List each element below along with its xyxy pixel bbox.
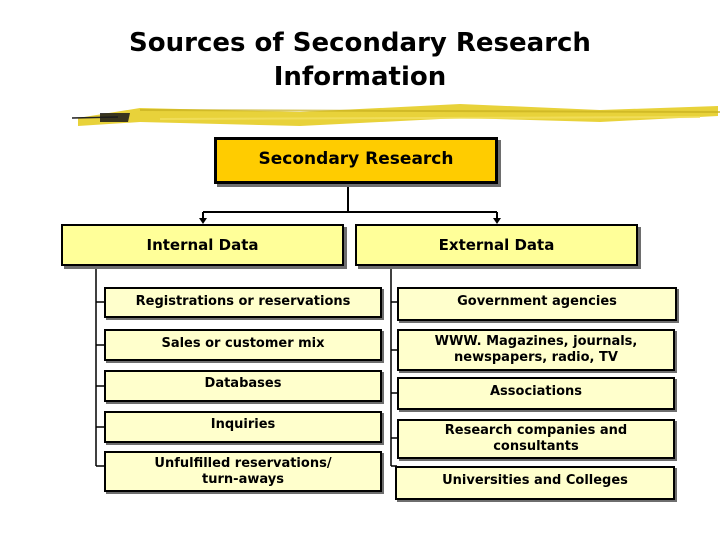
page-title: Sources of Secondary Research Informatio… — [60, 26, 660, 94]
internal-item-registrations: Registrations or reservations — [104, 287, 382, 318]
list-item-label-line-1: Unfulfilled reservations/ — [154, 455, 332, 471]
external-item-www-media: WWW. Magazines, journals, newspapers, ra… — [397, 329, 675, 371]
internal-data-box: Internal Data — [61, 224, 344, 266]
list-item-label: Registrations or reservations — [135, 294, 351, 309]
list-item-label-line-2: newspapers, radio, TV — [454, 350, 618, 365]
internal-item-inquiries: Inquiries — [104, 411, 382, 443]
list-item-label-line-1: WWW. Magazines, journals, — [434, 334, 638, 349]
external-item-research-companies: Research companies and consultants — [397, 419, 675, 459]
list-item-label: Government agencies — [457, 294, 617, 309]
list-item-label-line-1: Research companies and — [444, 423, 628, 438]
title-line-2: Information — [273, 62, 447, 92]
external-data-box: External Data — [355, 224, 638, 266]
list-item-label-line-2: turn-aways — [202, 471, 284, 487]
external-item-associations: Associations — [397, 377, 675, 410]
title-line-1: Sources of Secondary Research — [129, 28, 591, 58]
secondary-research-label: Secondary Research — [258, 149, 454, 169]
secondary-research-box: Secondary Research — [214, 137, 498, 184]
internal-data-label: Internal Data — [146, 236, 259, 254]
list-item-label: Sales or customer mix — [161, 336, 325, 351]
external-data-label: External Data — [438, 236, 555, 254]
external-item-universities: Universities and Colleges — [395, 466, 675, 500]
list-item-label: Inquiries — [210, 417, 276, 432]
highlighter-stroke — [71, 104, 720, 126]
list-item-label: Universities and Colleges — [442, 473, 628, 488]
internal-item-databases: Databases — [104, 370, 382, 402]
list-item-label: Associations — [490, 384, 582, 399]
external-item-government: Government agencies — [397, 287, 677, 321]
internal-item-sales: Sales or customer mix — [104, 329, 382, 361]
list-item-label: Databases — [204, 376, 282, 391]
internal-item-unfulfilled: Unfulfilled reservations/ turn-aways — [104, 451, 382, 492]
list-item-label-line-2: consultants — [493, 439, 579, 454]
